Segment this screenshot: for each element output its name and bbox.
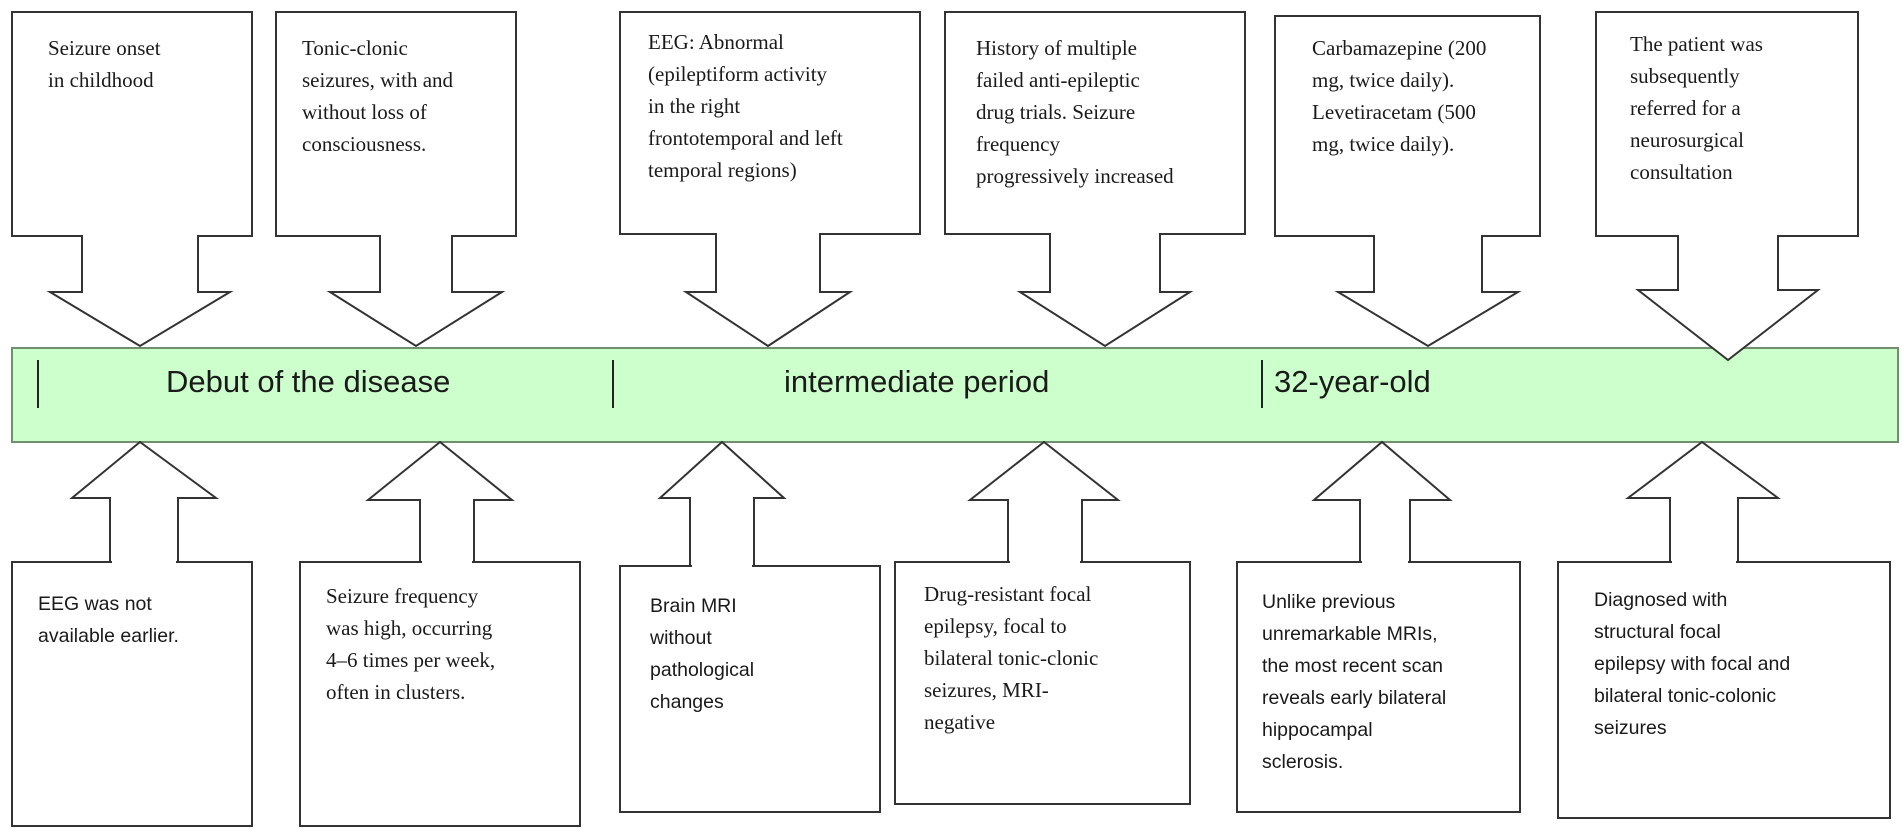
callout-text-brain-mri: Brain MRI without pathological changes [650, 595, 755, 713]
bottom-callout-shape-5 [1236, 440, 1521, 813]
callout-text-eeg-abnormal: EEG: Abnormal (epileptiform activity in … [648, 30, 843, 182]
callout-text-seizure-onset: Seizure onset in childhood [48, 36, 161, 92]
bottom-callout-shape-2 [299, 440, 581, 827]
bottom-callout-shape-6 [1557, 440, 1891, 819]
callout-text-eeg-unavailable: EEG was not available earlier. [38, 593, 179, 647]
bottom-callout-shape-3 [619, 440, 881, 813]
callout-seam [1362, 561, 1408, 564]
callout-text-drug-history: History of multiple failed anti-epilepti… [976, 36, 1174, 188]
callout-seam [1672, 561, 1736, 564]
callout-seam [112, 561, 176, 564]
callout-seam [1010, 561, 1080, 564]
callout-text-referral: The patient was subsequently referred fo… [1630, 32, 1763, 184]
top-callout-shape-6 [1595, 11, 1859, 362]
callout-seam [422, 561, 472, 564]
callout-text-medication: Carbamazepine (200 mg, twice daily). Lev… [1312, 36, 1487, 156]
callout-text-drug-resistant: Drug-resistant focal epilepsy, focal to … [924, 582, 1099, 734]
period-label-age: 32-year-old [1274, 364, 1431, 399]
period-label-debut: Debut of the disease [166, 364, 451, 399]
callout-text-recent-mri: Unlike previous unremarkable MRIs, the m… [1262, 591, 1447, 773]
period-label-intermediate: intermediate period [784, 364, 1050, 399]
top-callout-shape-5 [1274, 15, 1541, 348]
timeline-band [11, 347, 1899, 443]
top-callout-shape-2 [275, 11, 517, 348]
top-callout-shape-4 [944, 11, 1246, 348]
top-callout-shape-3 [619, 11, 921, 348]
callout-seam [692, 565, 752, 568]
callout-text-diagnosis: Diagnosed with structural focal epilepsy… [1594, 589, 1791, 739]
callout-text-seizure-frequency: Seizure frequency was high, occurring 4–… [326, 584, 496, 704]
top-callout-shape-1 [11, 11, 253, 348]
bottom-callout-shape-4 [894, 440, 1191, 805]
callout-text-tonic-clonic: Tonic-clonic seizures, with and without … [302, 36, 454, 156]
